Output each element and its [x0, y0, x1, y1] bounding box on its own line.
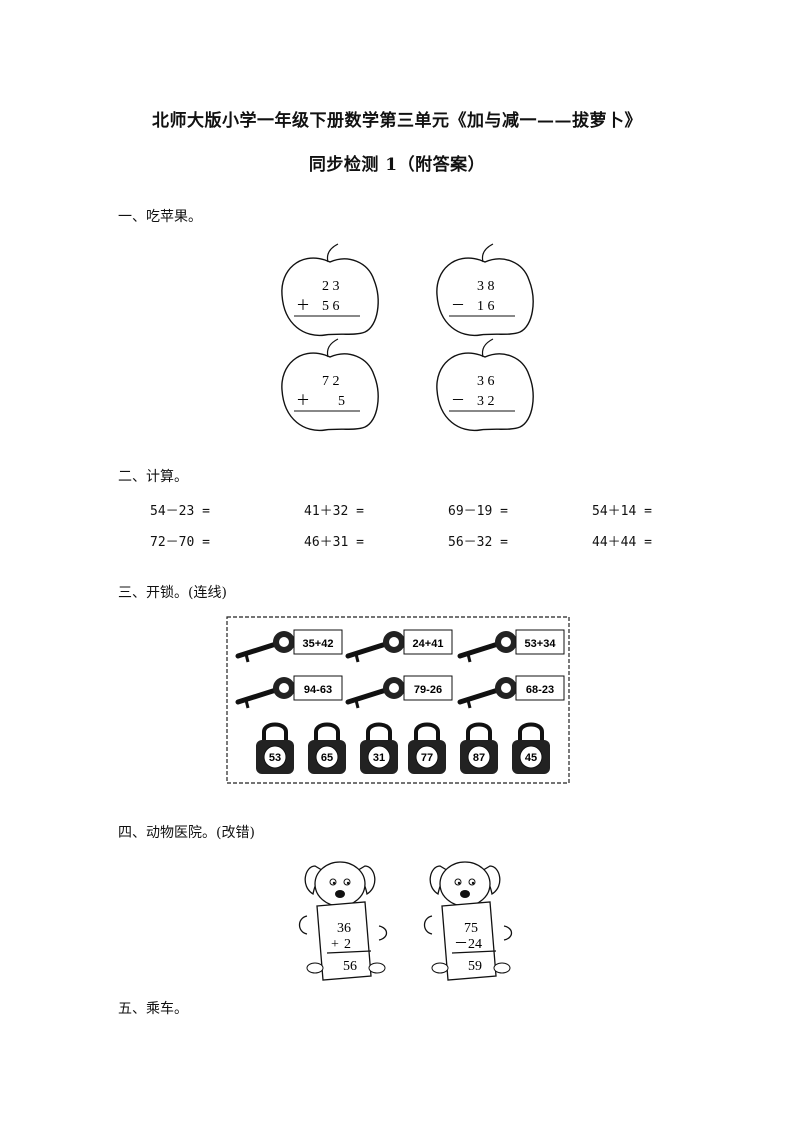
dog-2-op: － — [454, 937, 468, 952]
dogs-figure: 36 + 2 56 75 － 24 59 — [298, 861, 513, 981]
lock-6: 45 — [512, 722, 550, 774]
unlock-figure: 35+42 24+41 53+34 94-63 79-26 — [226, 616, 570, 784]
lock-4: 77 — [408, 722, 446, 774]
lock-5: 87 — [460, 722, 498, 774]
calc-item: 41＋32 = — [304, 504, 364, 519]
apple-2-top: 3 8 — [477, 279, 495, 294]
apple-3-op: ＋ — [296, 394, 310, 409]
lock-1: 53 — [256, 722, 294, 774]
apple-1-bottom: 5 6 — [322, 299, 340, 314]
section-4-heading: 四、动物医院。(改错) — [118, 825, 255, 841]
lock-5-label: 87 — [473, 752, 485, 764]
calc-item: 69－19 = — [448, 504, 508, 519]
key-5-label: 79-26 — [414, 684, 442, 696]
apple-2: 3 8 － 1 6 — [436, 243, 534, 337]
apple-2-op: － — [451, 299, 465, 314]
dog-1: 36 + 2 56 — [298, 861, 388, 981]
calc-item: 46＋31 = — [304, 535, 364, 550]
key-4: 94-63 — [235, 675, 343, 709]
key-1-label: 35+42 — [303, 638, 334, 650]
apple-3-top: 7 2 — [322, 374, 340, 389]
dog-2-result: 59 — [468, 959, 482, 974]
key-3: 53+34 — [457, 629, 565, 663]
apple-3: 7 2 ＋ 5 — [281, 338, 379, 432]
apple-4-op: － — [451, 394, 465, 409]
key-3-label: 53+34 — [525, 638, 557, 650]
dog-2-bottom: 24 — [468, 937, 482, 952]
dog-1-bottom: 2 — [344, 937, 351, 952]
key-1: 35+42 — [235, 629, 343, 663]
lock-2-label: 65 — [321, 752, 333, 764]
dog-1-top: 36 — [337, 921, 351, 936]
key-4-label: 94-63 — [304, 684, 332, 696]
lock-4-label: 77 — [421, 752, 433, 764]
apple-2-bottom: 1 6 — [477, 299, 495, 314]
dog-2: 75 － 24 59 — [423, 861, 513, 981]
key-6-label: 68-23 — [526, 684, 554, 696]
calc-item: 56－32 = — [448, 535, 508, 550]
key-5: 79-26 — [345, 675, 453, 709]
calc-item: 54＋14 = — [592, 504, 652, 519]
apple-1-op: ＋ — [296, 299, 310, 314]
key-2: 24+41 — [345, 629, 453, 663]
page-subtitle: 同步检测 1（附答案） — [308, 155, 486, 175]
apple-1-top: 2 3 — [322, 279, 340, 294]
apples-figure: 2 3 ＋ 5 6 3 8 － 1 6 7 2 ＋ 5 3 6 － 3 2 — [281, 243, 534, 432]
key-6: 68-23 — [457, 675, 565, 709]
lock-3: 31 — [360, 722, 398, 774]
lock-2: 65 — [308, 722, 346, 774]
apple-4: 3 6 － 3 2 — [436, 338, 534, 432]
apple-3-bottom: 5 — [338, 394, 345, 409]
lock-6-label: 45 — [525, 752, 537, 764]
apple-4-bottom: 3 2 — [477, 394, 495, 409]
dog-1-result: 56 — [343, 959, 357, 974]
lock-3-label: 31 — [373, 752, 385, 764]
dog-1-op: + — [331, 937, 339, 952]
apple-4-top: 3 6 — [477, 374, 495, 389]
lock-1-label: 53 — [269, 752, 281, 764]
page-title: 北师大版小学一年级下册数学第三单元《加与减一——拔萝卜》 — [152, 111, 642, 131]
section-3-heading: 三、开锁。(连线) — [118, 585, 227, 601]
calc-item: 44＋44 = — [592, 535, 652, 550]
calc-item: 72－70 = — [150, 535, 210, 550]
dog-2-top: 75 — [464, 921, 478, 936]
section-5-heading: 五、乘车。 — [118, 1001, 188, 1017]
section-2-heading: 二、计算。 — [118, 469, 188, 485]
calc-item: 54－23 = — [150, 504, 210, 519]
key-2-label: 24+41 — [413, 638, 444, 650]
apple-1: 2 3 ＋ 5 6 — [281, 243, 379, 337]
section-1-heading: 一、吃苹果。 — [118, 209, 202, 225]
